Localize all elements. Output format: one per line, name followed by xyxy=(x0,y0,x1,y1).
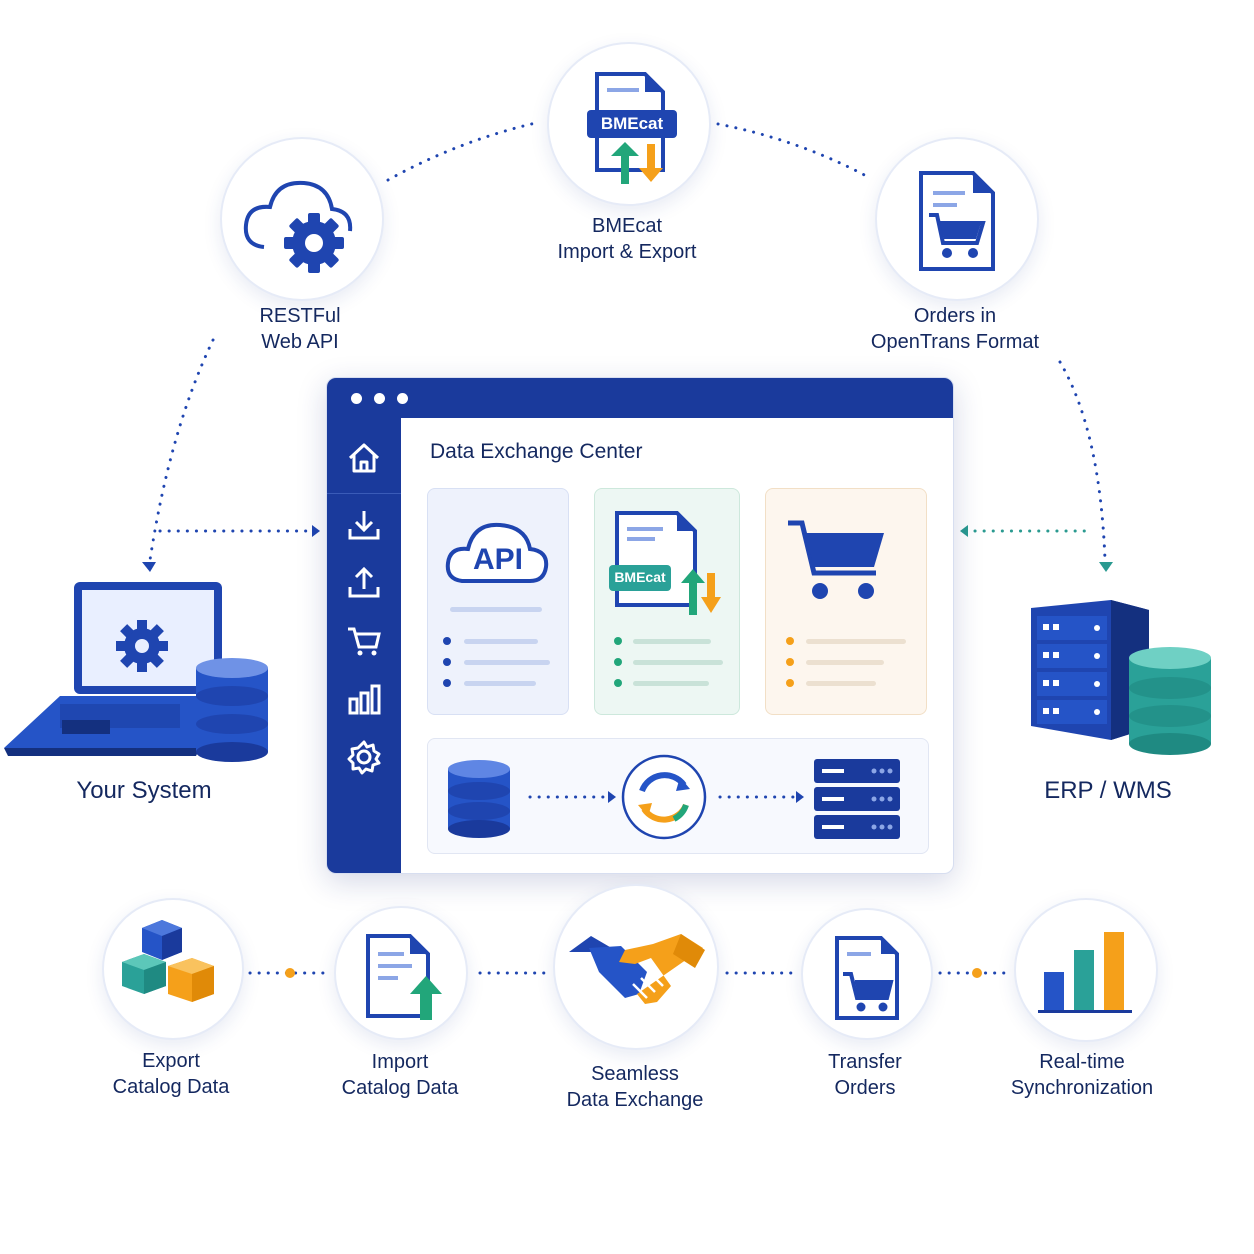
placeholder-line xyxy=(633,660,723,665)
cubes-icon xyxy=(122,920,214,1002)
chart-icon[interactable] xyxy=(344,679,384,719)
realtime-sync-node xyxy=(1014,898,1158,1042)
export-catalog-node xyxy=(102,898,244,1040)
import-catalog-node xyxy=(334,906,468,1040)
api-card[interactable]: API xyxy=(427,488,569,715)
import-catalog-caption: Import Catalog Data xyxy=(341,1051,459,1099)
bmecat-file-icon xyxy=(609,511,721,615)
database-icon xyxy=(448,760,510,838)
laptop-database-icon xyxy=(4,582,268,762)
sync-flow-graphic xyxy=(448,754,900,840)
placeholder-line xyxy=(464,639,538,644)
sync-flow-panel xyxy=(427,738,929,854)
your-system-label: Your System xyxy=(76,777,212,804)
window-title: Data Exchange Center xyxy=(430,440,643,463)
bullet-dot xyxy=(786,637,794,645)
transfer-orders-caption: Transfer Orders xyxy=(828,1051,902,1099)
seamless-exchange-node xyxy=(553,884,719,1050)
window-dot[interactable] xyxy=(374,393,385,404)
opentrans-node xyxy=(875,137,1039,301)
bullet-dot xyxy=(786,679,794,687)
server-stack-icon xyxy=(814,759,900,839)
bmecat-node: BMEcat xyxy=(547,42,711,206)
bar-chart-icon xyxy=(1038,932,1132,1013)
order-transfer-icon xyxy=(835,936,899,1020)
bmecat-card-badge: BMEcat xyxy=(614,569,666,585)
bullet-dot xyxy=(786,658,794,666)
export-catalog-caption: Export Catalog Data xyxy=(112,1050,230,1098)
window-dot[interactable] xyxy=(351,393,362,404)
upload-icon[interactable] xyxy=(344,563,384,603)
server-database-icon xyxy=(1031,600,1211,755)
cart-icon[interactable] xyxy=(344,621,384,661)
bullet-dot xyxy=(614,637,622,645)
realtime-sync-caption: Real-time Synchronization xyxy=(1010,1051,1154,1099)
opentrans-caption: Orders in OpenTrans Format xyxy=(870,305,1040,353)
order-document-icon xyxy=(919,171,995,271)
orders-card[interactable] xyxy=(765,488,927,715)
window-dot[interactable] xyxy=(397,393,408,404)
placeholder-line xyxy=(806,639,906,644)
data-exchange-window: Data Exchange Center API BMEcat xyxy=(326,377,954,874)
placeholder-line xyxy=(450,607,542,612)
bullet-dot xyxy=(614,658,622,666)
bullet-dot xyxy=(443,637,451,645)
restful-caption: RESTFul Web API xyxy=(259,305,341,353)
bullet-dot xyxy=(443,679,451,687)
placeholder-line xyxy=(633,681,709,686)
bullet-dot xyxy=(443,658,451,666)
erp-wms-label: ERP / WMS xyxy=(1044,777,1172,804)
bmecat-card[interactable]: BMEcat xyxy=(594,488,740,715)
handshake-icon xyxy=(569,934,705,1004)
placeholder-line xyxy=(633,639,711,644)
download-icon[interactable] xyxy=(344,505,384,545)
transfer-orders-node xyxy=(801,908,933,1040)
bullet-dot xyxy=(614,679,622,687)
import-document-icon xyxy=(366,934,442,1020)
window-titlebar xyxy=(327,378,953,418)
restful-api-node xyxy=(220,137,384,301)
home-icon[interactable] xyxy=(344,438,384,478)
cloud-gear-icon xyxy=(243,180,353,273)
settings-icon[interactable] xyxy=(344,737,384,777)
bmecat-document-icon xyxy=(587,72,677,184)
seamless-exchange-caption: Seamless Data Exchange xyxy=(566,1063,704,1111)
placeholder-line xyxy=(806,660,884,665)
shopping-cart-icon xyxy=(788,520,884,599)
placeholder-line xyxy=(464,681,536,686)
bmecat-caption: BMEcat Import & Export xyxy=(557,215,697,263)
bmecat-badge: BMEcat xyxy=(600,114,664,133)
api-label: API xyxy=(472,543,523,576)
api-cloud-icon xyxy=(445,522,549,583)
window-sidebar xyxy=(327,418,401,873)
placeholder-line xyxy=(464,660,550,665)
placeholder-line xyxy=(806,681,876,686)
